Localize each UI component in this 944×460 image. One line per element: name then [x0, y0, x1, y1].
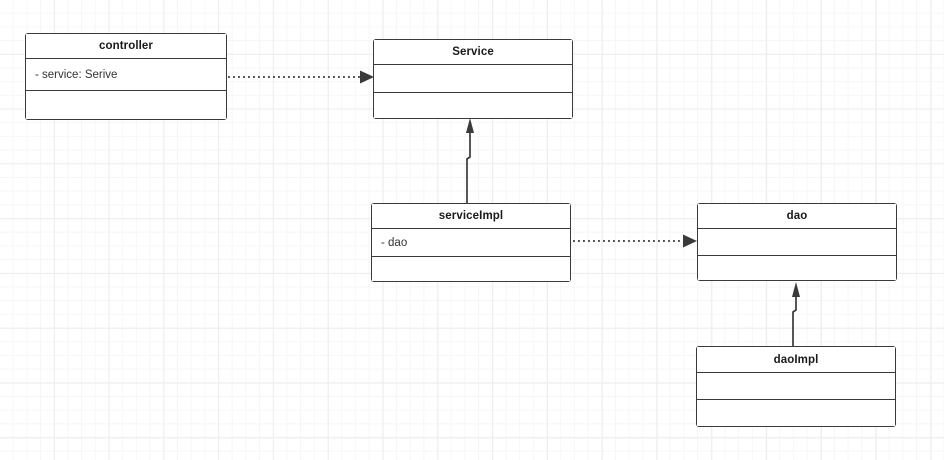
generalization-line — [792, 297, 797, 346]
class-box-daoimpl[interactable]: daoImpl — [696, 346, 896, 427]
class-operations-service — [374, 93, 572, 118]
class-operations-daoimpl — [697, 400, 895, 426]
class-name-service: Service — [374, 40, 572, 65]
arrowhead-solid-triangle-icon — [466, 118, 474, 133]
class-box-serviceimpl[interactable]: serviceImpl - dao — [371, 203, 571, 282]
arrowhead-solid-triangle-icon — [792, 282, 800, 297]
class-attributes-daoimpl — [697, 373, 895, 400]
class-name-daoimpl: daoImpl — [697, 347, 895, 373]
class-box-controller[interactable]: controller - service: Serive — [25, 33, 227, 120]
class-box-service[interactable]: Service — [373, 39, 573, 119]
class-operations-controller — [26, 91, 226, 119]
edge-serviceimpl-to-service[interactable] — [466, 118, 474, 203]
edge-controller-to-service[interactable] — [228, 70, 374, 84]
arrowhead-open-solid-icon — [683, 234, 697, 248]
class-name-controller: controller — [26, 34, 226, 59]
edge-serviceimpl-to-dao[interactable] — [573, 234, 697, 248]
class-operations-serviceimpl — [372, 257, 570, 281]
class-attributes-dao — [698, 229, 896, 256]
class-attributes-service — [374, 65, 572, 93]
class-attributes-controller: - service: Serive — [26, 59, 226, 91]
edge-daoimpl-to-dao[interactable] — [792, 282, 800, 346]
arrowhead-open-solid-icon — [360, 70, 374, 84]
class-box-dao[interactable]: dao — [697, 203, 897, 281]
class-name-dao: dao — [698, 204, 896, 229]
generalization-line — [466, 133, 471, 203]
class-name-serviceimpl: serviceImpl — [372, 204, 570, 229]
class-attributes-serviceimpl: - dao — [372, 229, 570, 257]
class-operations-dao — [698, 256, 896, 280]
